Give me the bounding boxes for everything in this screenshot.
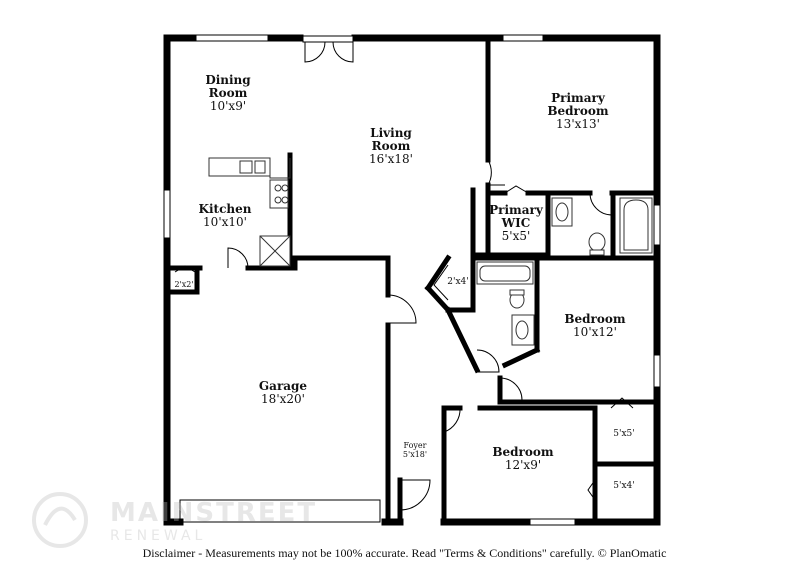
windows: [163, 34, 661, 526]
kitchen-name: Kitchen: [198, 202, 252, 216]
closet-5x4-label: 5'x4': [613, 481, 635, 491]
primary-wic-label: Primary WIC 5'x5': [483, 204, 549, 243]
bedroom-right-dim: 10'x12': [573, 325, 617, 339]
renewal-logo-icon: [32, 492, 88, 548]
watermark-logo: MAINSTREET RENEWAL: [25, 490, 325, 550]
watermark-sub: RENEWAL: [110, 528, 207, 544]
pantry-label: 2'x2': [174, 280, 194, 289]
primary-bedroom-label: Primary Bedroom 13'x13': [538, 92, 618, 131]
bedroom-bottom-dim: 12'x9': [504, 458, 542, 472]
bedroom-bottom-name: Bedroom: [492, 445, 554, 459]
bedroom-bottom-label: Bedroom 12'x9': [483, 446, 563, 472]
foyer-dim: 5'x18': [402, 450, 428, 459]
bedroom-right-name: Bedroom: [564, 312, 626, 326]
stove-burner-icon: [274, 184, 282, 192]
dining-room-name-1: Dining: [205, 73, 251, 87]
living-room-name-1: Living: [370, 126, 412, 140]
interior-walls: [164, 35, 660, 525]
garage-label: Garage 18'x20': [248, 380, 318, 406]
primary-wic-name-2: WIC: [501, 216, 531, 230]
dining-room-dim: 10'x9': [209, 99, 247, 113]
fixtures: [208, 157, 653, 346]
primary-bedroom-name-1: Primary: [551, 91, 605, 105]
dining-room-name-2: Room: [208, 86, 248, 100]
watermark-name: MAINSTREET: [110, 498, 318, 528]
living-room-name-2: Room: [371, 139, 411, 153]
living-room-label: Living Room 16'x18': [356, 127, 426, 166]
primary-wic-name-1: Primary: [489, 203, 543, 217]
closet-5x5-label: 5'x5': [613, 429, 635, 439]
primary-bedroom-dim: 13'x13': [556, 117, 600, 131]
kitchen-label: Kitchen 10'x10': [190, 203, 260, 229]
doors: [174, 35, 634, 511]
foyer-label: Foyer 5'x18': [398, 441, 432, 459]
toilet-icon: [588, 232, 606, 252]
garage-dim: 18'x20': [261, 392, 305, 406]
hall-closet-label: 2'x4': [447, 277, 469, 287]
kitchen-dim: 10'x10': [203, 215, 247, 229]
garage-name: Garage: [258, 379, 308, 393]
foyer-name: Foyer: [403, 441, 427, 450]
primary-bedroom-name-2: Bedroom: [547, 104, 609, 118]
dining-room-label: Dining Room 10'x9': [195, 74, 261, 113]
disclaimer-text: Disclaimer - Measurements may not be 100…: [142, 546, 667, 560]
primary-wic-dim: 5'x5': [501, 229, 531, 243]
bedroom-right-label: Bedroom 10'x12': [555, 313, 635, 339]
living-room-dim: 16'x18': [369, 152, 413, 166]
